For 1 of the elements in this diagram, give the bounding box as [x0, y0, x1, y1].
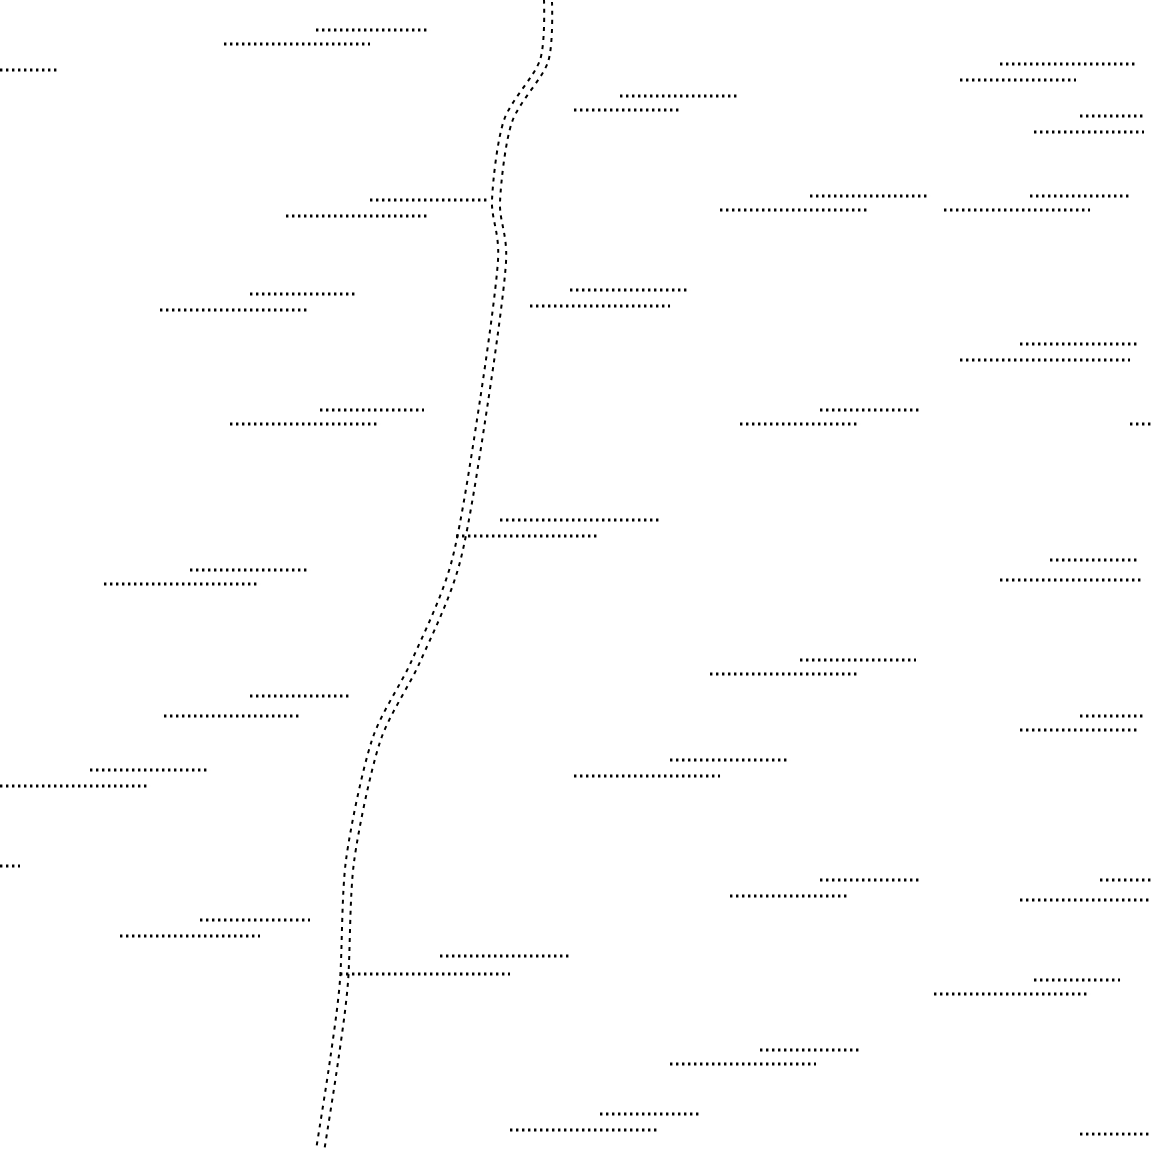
texture-drawing [0, 0, 1152, 1153]
